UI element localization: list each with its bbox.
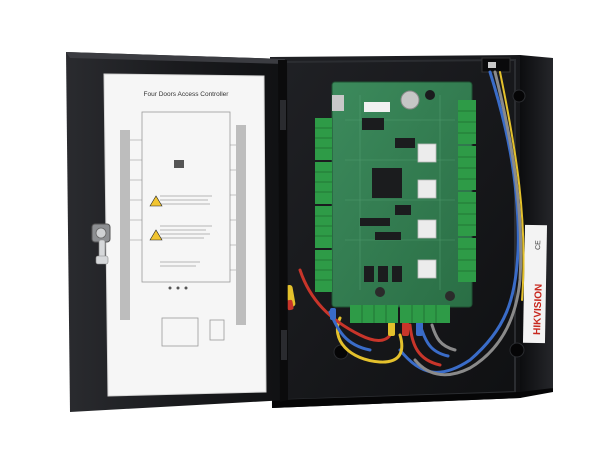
terminal-blocks-left bbox=[315, 118, 332, 292]
terminal-blocks-bottom bbox=[350, 305, 450, 323]
wiring-diagram-sheet: Four Doors Access Controller bbox=[103, 73, 267, 397]
door-lock-icon bbox=[91, 223, 111, 265]
side-brand-label: HIKVISION CE bbox=[522, 224, 548, 344]
terminal-blocks-right bbox=[458, 100, 476, 282]
brand-text: HIKVISION bbox=[532, 284, 545, 335]
controller-pcb bbox=[331, 81, 473, 308]
wiring bbox=[284, 70, 525, 377]
diagram-title: Four Doors Access Controller bbox=[144, 91, 230, 98]
cert-marks-text: CE bbox=[535, 240, 542, 250]
